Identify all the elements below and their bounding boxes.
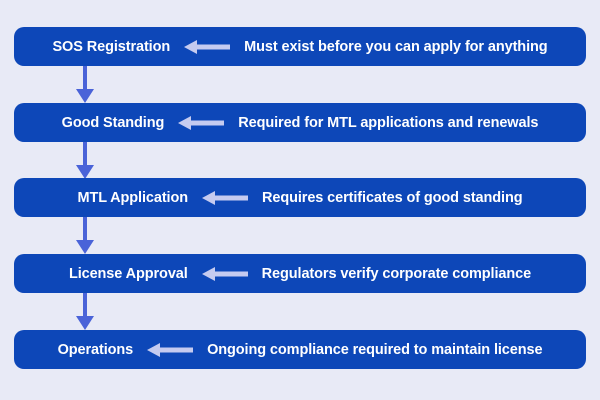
flow-step-good-standing[interactable]: Good Standing Required for MTL applicati… (14, 103, 586, 142)
stage-label: Operations (57, 341, 134, 358)
step-description: Regulators verify corporate compliance (261, 265, 532, 282)
connector-arrow-2 (76, 140, 94, 179)
flow-step-license-approval[interactable]: License Approval Regulators verify corpo… (14, 254, 586, 293)
left-arrow-icon (178, 115, 225, 130)
flow-step-mtl-application[interactable]: MTL Application Requires certificates of… (14, 178, 586, 217)
stage-label: MTL Application (77, 189, 189, 206)
stage-label: SOS Registration (52, 38, 171, 55)
step-description: Requires certificates of good standing (262, 189, 523, 206)
connector-arrow-3 (76, 215, 94, 254)
connector-arrow-1 (76, 64, 94, 103)
left-arrow-icon (202, 190, 248, 205)
stage-label: Good Standing (61, 114, 165, 131)
connector-arrow-4 (76, 291, 94, 330)
step-description: Required for MTL applications and renewa… (238, 114, 539, 131)
step-description: Ongoing compliance required to maintain … (207, 341, 543, 358)
flow-step-sos-registration[interactable]: SOS Registration Must exist before you c… (14, 27, 586, 66)
step-description: Must exist before you can apply for anyt… (244, 38, 548, 55)
left-arrow-icon (201, 266, 248, 281)
left-arrow-icon (184, 39, 231, 54)
flow-step-operations[interactable]: Operations Ongoing compliance required t… (14, 330, 586, 369)
stage-label: License Approval (68, 265, 188, 282)
left-arrow-icon (147, 342, 194, 357)
